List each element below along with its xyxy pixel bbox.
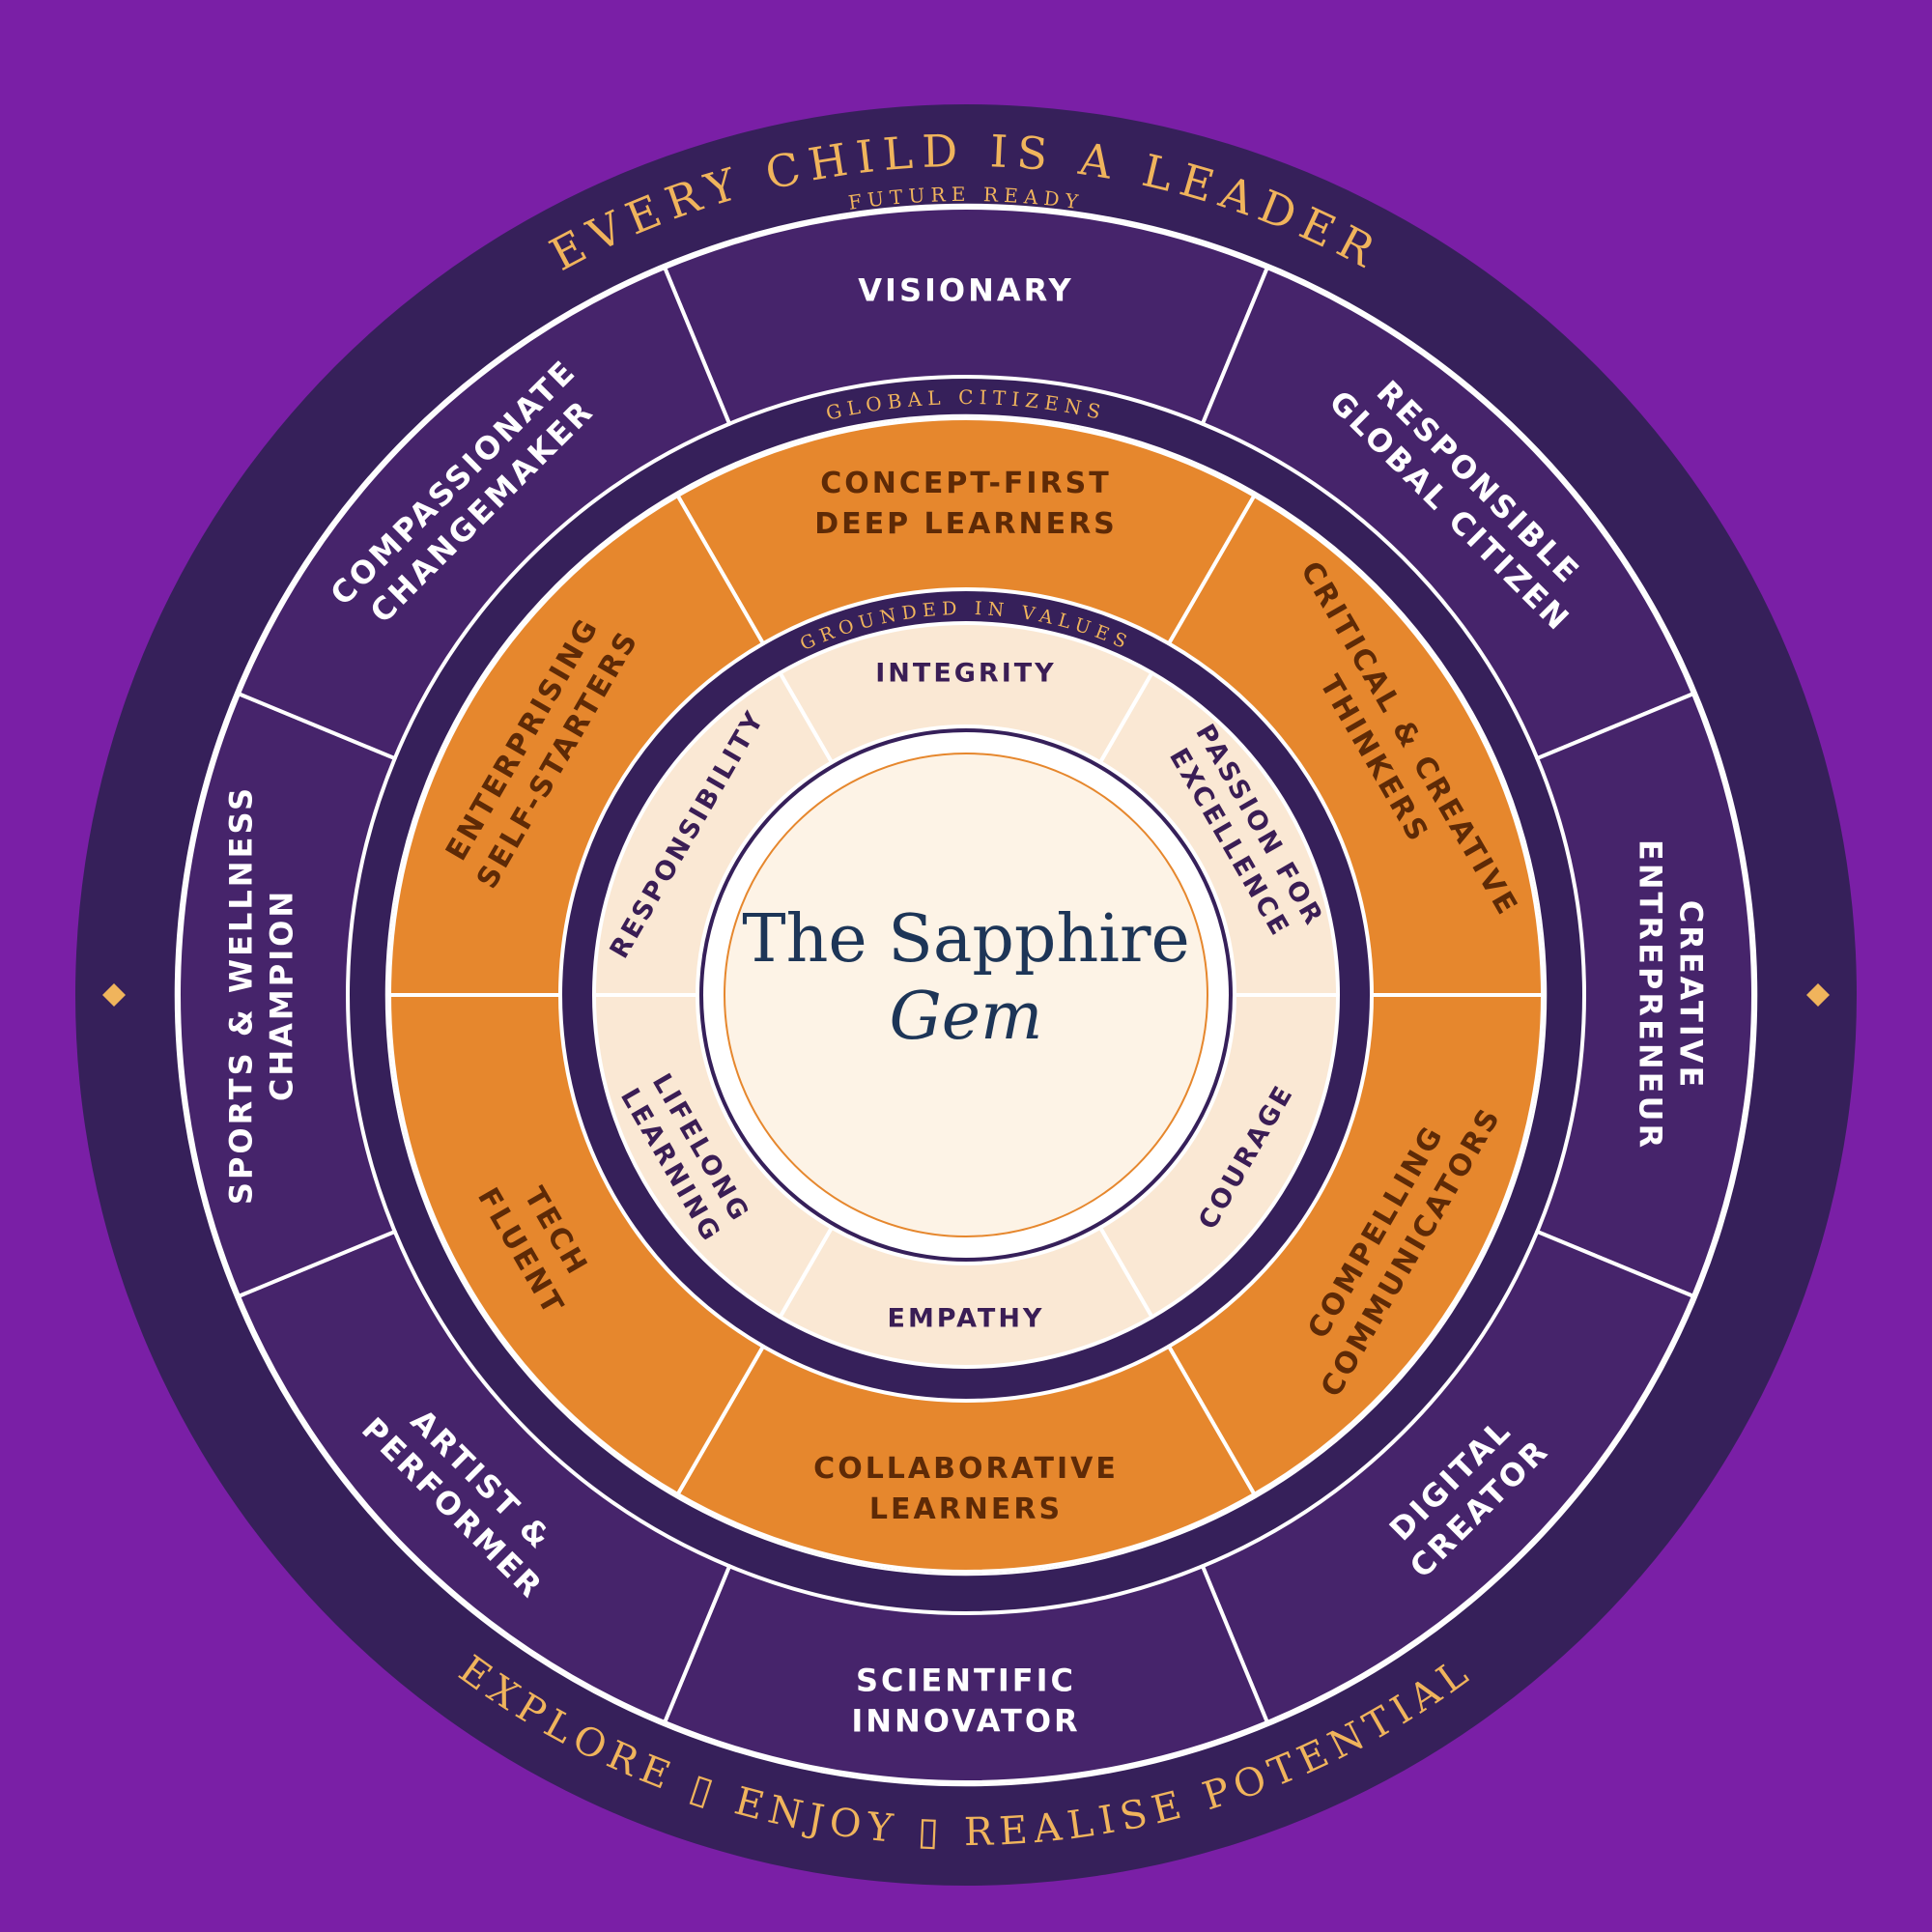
center-gem: The Sapphire Gem: [703, 732, 1229, 1258]
learner-segment: [387, 493, 765, 997]
learner-segment: [1167, 993, 1545, 1497]
value-label: INTEGRITY: [875, 659, 1056, 689]
learner-label: COLLABORATIVE LEARNERS: [813, 1452, 1119, 1526]
competency-label-line: INNOVATOR: [851, 1703, 1080, 1740]
competency-segment: [237, 266, 732, 761]
center-title-line2: Gem: [889, 979, 1042, 1055]
learner-label-line: DEEP LEARNERS: [814, 507, 1118, 541]
center-title-line1: The Sapphire: [742, 901, 1189, 978]
learner-label-line: LEARNERS: [869, 1492, 1063, 1526]
learner-segment: [675, 1344, 1257, 1574]
competency-label-line: CREATIVE: [1672, 900, 1709, 1091]
value-segment: [592, 670, 834, 997]
ring-segments: [177, 206, 1755, 1784]
competency-label-line: SCIENTIFIC: [856, 1662, 1076, 1699]
learner-segment: [387, 993, 765, 1497]
value-label-line: EMPATHY: [888, 1304, 1045, 1334]
competency-label-line: VISIONARY: [858, 272, 1073, 309]
band-outline: [174, 203, 1758, 1787]
competency-label-line: SPORTS & WELLNESS: [223, 785, 260, 1205]
learner-label: CONCEPT-FIRST DEEP LEARNERS: [814, 467, 1118, 541]
learner-segment: [675, 416, 1257, 646]
center-disc: [724, 753, 1208, 1237]
learner-label-line: COLLABORATIVE: [813, 1452, 1119, 1486]
learner-label-line: CONCEPT-FIRST: [820, 467, 1111, 500]
learner-segment: [1167, 493, 1545, 997]
competency-label: VISIONARY: [858, 272, 1073, 309]
global-ring-outline: [384, 413, 1548, 1577]
competency-label: SCIENTIFIC INNOVATOR: [851, 1662, 1080, 1740]
value-label: EMPATHY: [888, 1304, 1045, 1334]
left-diamond-icon: [102, 983, 126, 1007]
value-label-line: INTEGRITY: [875, 659, 1056, 689]
competency-label-line: CHAMPION: [264, 889, 300, 1101]
competency-label-line: ENTREPRENEUR: [1632, 839, 1668, 1151]
right-diamond-icon: [1806, 983, 1830, 1007]
